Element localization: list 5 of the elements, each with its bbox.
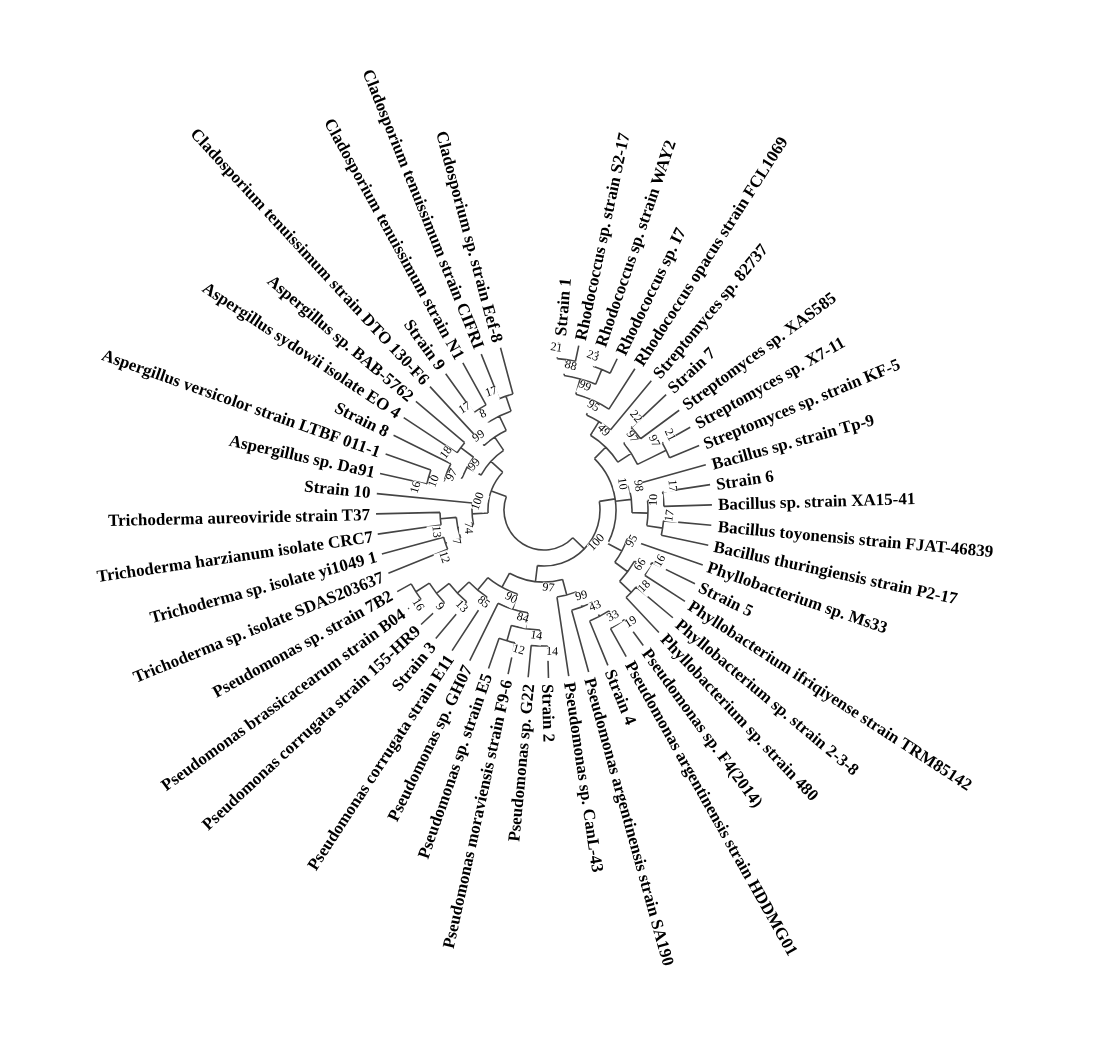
taxon-label: Strain 1 <box>549 277 575 338</box>
taxon-label: Trichoderma aureoviride strain T37 <box>107 504 371 531</box>
taxon-label: Strain 10 <box>303 476 372 503</box>
taxon-label: Bacillus sp. strain XA15-41 <box>717 488 916 515</box>
taxon-label: Strain 2 <box>538 683 561 743</box>
